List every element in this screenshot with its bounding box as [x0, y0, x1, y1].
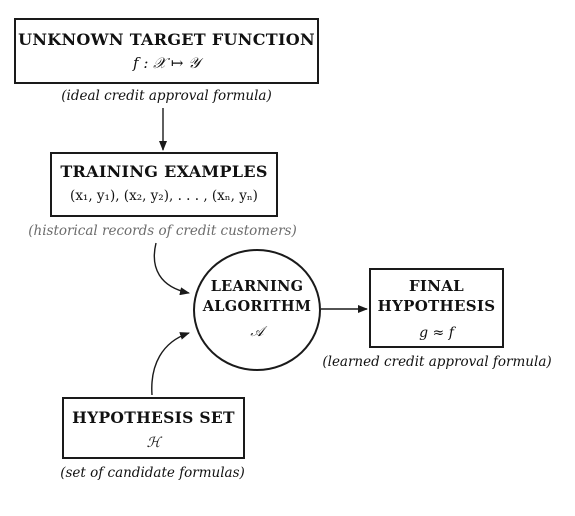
hypothesis-set-caption: (set of candidate formulas) [60, 465, 245, 481]
arrow-hypothesis-to-algorithm [151, 332, 190, 396]
target-function-box: UNKNOWN TARGET FUNCTION f : 𝒳 ↦ 𝒴 [14, 18, 319, 84]
target-function-formula: f : 𝒳 ↦ 𝒴 [133, 54, 200, 72]
training-examples-box: TRAINING EXAMPLES (x₁, y₁), (x₂, y₂), . … [50, 152, 278, 217]
learning-algorithm-symbol: 𝒜 [250, 324, 264, 340]
learning-algorithm-title-line1: LEARNING [210, 278, 304, 295]
final-hypothesis-box: FINAL HYPOTHESIS g ≈ f [369, 268, 504, 348]
final-hypothesis-caption: (learned credit approval formula) [322, 354, 552, 370]
learning-algorithm-title-line2: ALGORITHM [202, 298, 312, 315]
final-hypothesis-formula: g ≈ f [419, 325, 454, 341]
learning-algorithm-circle: LEARNING ALGORITHM 𝒜 [193, 249, 321, 371]
arrow-training-to-algorithm [153, 242, 190, 296]
hypothesis-set-symbol: ℋ [146, 435, 161, 451]
training-examples-caption: (historical records of credit customers) [28, 223, 297, 239]
hypothesis-set-title: HYPOTHESIS SET [72, 408, 235, 427]
final-hypothesis-title-line1: FINAL [408, 277, 465, 295]
final-hypothesis-title-line2: HYPOTHESIS [377, 297, 496, 315]
hypothesis-set-box: HYPOTHESIS SET ℋ [62, 397, 245, 459]
target-function-title: UNKNOWN TARGET FUNCTION [18, 30, 315, 49]
training-examples-title: TRAINING EXAMPLES [60, 162, 268, 181]
target-function-caption: (ideal credit approval formula) [61, 88, 272, 104]
training-examples-formula: (x₁, y₁), (x₂, y₂), . . . , (xₙ, yₙ) [70, 188, 258, 204]
